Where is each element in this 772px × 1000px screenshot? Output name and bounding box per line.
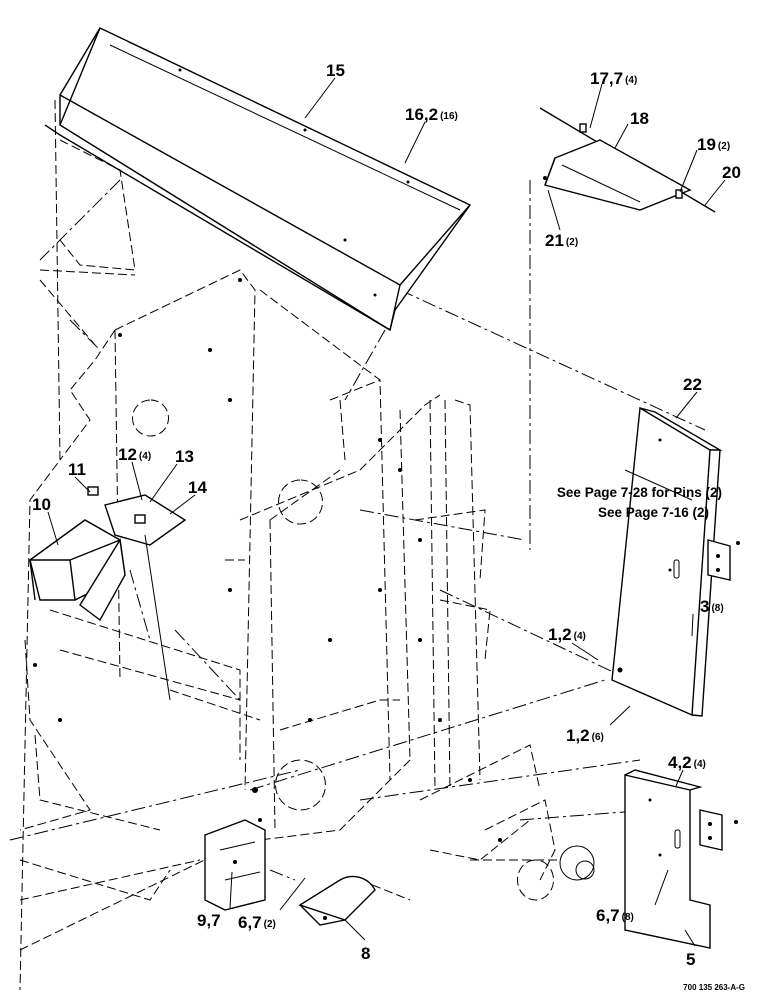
note-page-7-16-reference: See Page 7-16 (2) [598, 505, 709, 520]
callout-21: 21 [545, 231, 564, 250]
lower-bracket-9 [204, 819, 266, 911]
svg-text:8: 8 [361, 944, 370, 963]
callout-1-2-4: 1,2 [548, 625, 572, 644]
callout-17: 17,7 [590, 69, 623, 88]
svg-text:16,2(16): 16,2(16) [405, 105, 458, 124]
svg-text:10: 10 [32, 495, 51, 514]
callout-22: 22 [683, 375, 702, 394]
callout-1-2-6: 1,2 [566, 726, 590, 745]
callout-5: 5 [686, 950, 695, 969]
callout-16: 16,2 [405, 105, 438, 124]
callout-labels: 15 16,2(16) 17,7(4) 18 19(2) 20 21(2) 22… [32, 61, 741, 969]
callout-14: 14 [188, 478, 207, 497]
note-pins-reference: See Page 7-28 for Pins (2) [557, 485, 722, 500]
callout-3: 3 [700, 597, 709, 616]
bracket-plate-14 [87, 486, 187, 701]
svg-text:3(8): 3(8) [700, 597, 724, 616]
callout-4-2: 4,2 [668, 753, 692, 772]
svg-text:22: 22 [683, 375, 702, 394]
svg-text:4,2(4): 4,2(4) [668, 753, 706, 772]
svg-text:1,2(6): 1,2(6) [566, 726, 604, 745]
callout-8: 8 [361, 944, 370, 963]
svg-text:20: 20 [722, 163, 741, 182]
callout-11: 11 [68, 460, 86, 479]
callout-13: 13 [175, 447, 194, 466]
callout-19: 19 [697, 135, 716, 154]
callout-6-7-8: 6,7 [596, 906, 620, 925]
callout-10: 10 [32, 495, 51, 514]
side-shield-22 [611, 406, 740, 717]
svg-text:5: 5 [686, 950, 695, 969]
callout-20: 20 [722, 163, 741, 182]
svg-text:21(2): 21(2) [545, 231, 578, 250]
callout-leaders [47, 77, 726, 947]
lower-shield-5 [624, 769, 738, 949]
svg-text:11: 11 [68, 460, 86, 479]
callout-12: 12 [118, 445, 137, 464]
svg-text:6,7(2): 6,7(2) [238, 913, 276, 932]
svg-text:13: 13 [175, 447, 194, 466]
top-hood-15 [44, 27, 472, 332]
svg-text:12(4): 12(4) [118, 445, 151, 464]
callout-18: 18 [630, 109, 649, 128]
svg-text:1,2(4): 1,2(4) [548, 625, 586, 644]
svg-text:19(2): 19(2) [697, 135, 730, 154]
callout-9-7: 9,7 [197, 911, 221, 930]
drawing-code: 700 135 263-A-G [683, 983, 745, 992]
frame-fastener-holes [33, 278, 502, 842]
svg-text:15: 15 [326, 61, 345, 80]
callout-6-7-2: 6,7 [238, 913, 262, 932]
svg-text:18: 18 [630, 109, 649, 128]
left-cover-10 [29, 519, 126, 622]
svg-text:9,7: 9,7 [197, 911, 221, 930]
callout-15: 15 [326, 61, 345, 80]
svg-text:14: 14 [188, 478, 207, 497]
svg-text:6,7(8): 6,7(8) [596, 906, 634, 925]
svg-text:17,7(4): 17,7(4) [590, 69, 637, 88]
curved-shield-8 [298, 875, 376, 926]
deflector-assembly-18 [539, 107, 716, 213]
